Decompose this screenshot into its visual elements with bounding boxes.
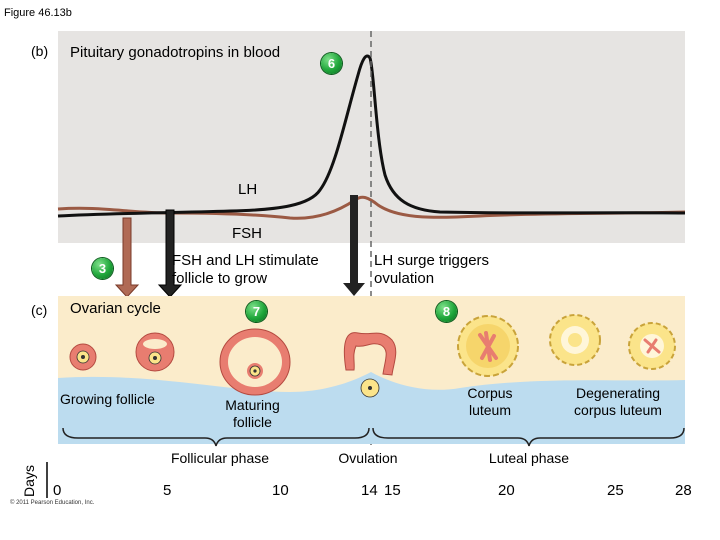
follicular-phase-label: Follicular phase (170, 450, 270, 466)
follicular-brace (62, 427, 370, 447)
fsh-label: FSH (232, 225, 262, 242)
lh-surge-caption: LH surge triggers ovulation (374, 252, 490, 287)
badge-7: 7 (246, 301, 267, 322)
fluid-region (58, 372, 685, 444)
ovulation-label: Ovulation (338, 450, 398, 466)
tick-14: 14 (361, 482, 378, 499)
corpus-luteum-label: Corpus luteum (467, 385, 513, 418)
panel-c-letter: (c) (31, 302, 48, 318)
lh-arrow (157, 209, 183, 298)
ruptured-follicle (343, 332, 397, 398)
growing-follicle-label: Growing follicle (60, 391, 155, 407)
follicle-maturing (219, 328, 291, 396)
tick-0: 0 (53, 482, 62, 499)
luteal-brace (372, 427, 685, 447)
badge-6: 6 (321, 53, 342, 74)
lh-label: LH (238, 181, 258, 198)
tick-15: 15 (384, 482, 401, 499)
figure-title: Figure 46.13b (4, 7, 72, 19)
maturing-follicle-label: Maturing follicle (225, 397, 280, 430)
follicle-primary (69, 343, 97, 371)
corpus-luteum (457, 315, 519, 377)
panel-b-heading: Pituitary gonadotropins in blood (70, 44, 281, 61)
tick-10: 10 (272, 482, 289, 499)
copyright-notice: © 2011 Pearson Education, Inc. (10, 500, 95, 506)
luteal-phase-label: Luteal phase (488, 450, 570, 466)
panel-c-heading: Ovarian cycle (70, 300, 161, 317)
badge-8: 8 (436, 301, 457, 322)
degenerating-corpus-luteum-1 (549, 314, 601, 366)
tick-20: 20 (498, 482, 515, 499)
degenerating-corpus-luteum-label: Degenerating corpus luteum (574, 385, 662, 418)
fsh-lh-stimulate-caption: FSH and LH stimulate follicle to grow (172, 252, 319, 287)
lh-curve (57, 54, 686, 218)
days-axis-label: Days (21, 465, 37, 497)
follicle-secondary (135, 332, 175, 372)
badge-3: 3 (92, 258, 113, 279)
lh-surge-arrow (343, 195, 365, 296)
tick-5: 5 (163, 482, 172, 499)
tick-25: 25 (607, 482, 624, 499)
panel-b-letter: (b) (31, 43, 49, 59)
tick-28: 28 (675, 482, 692, 499)
fsh-arrow (114, 217, 140, 298)
degenerating-corpus-luteum-2 (628, 322, 676, 370)
